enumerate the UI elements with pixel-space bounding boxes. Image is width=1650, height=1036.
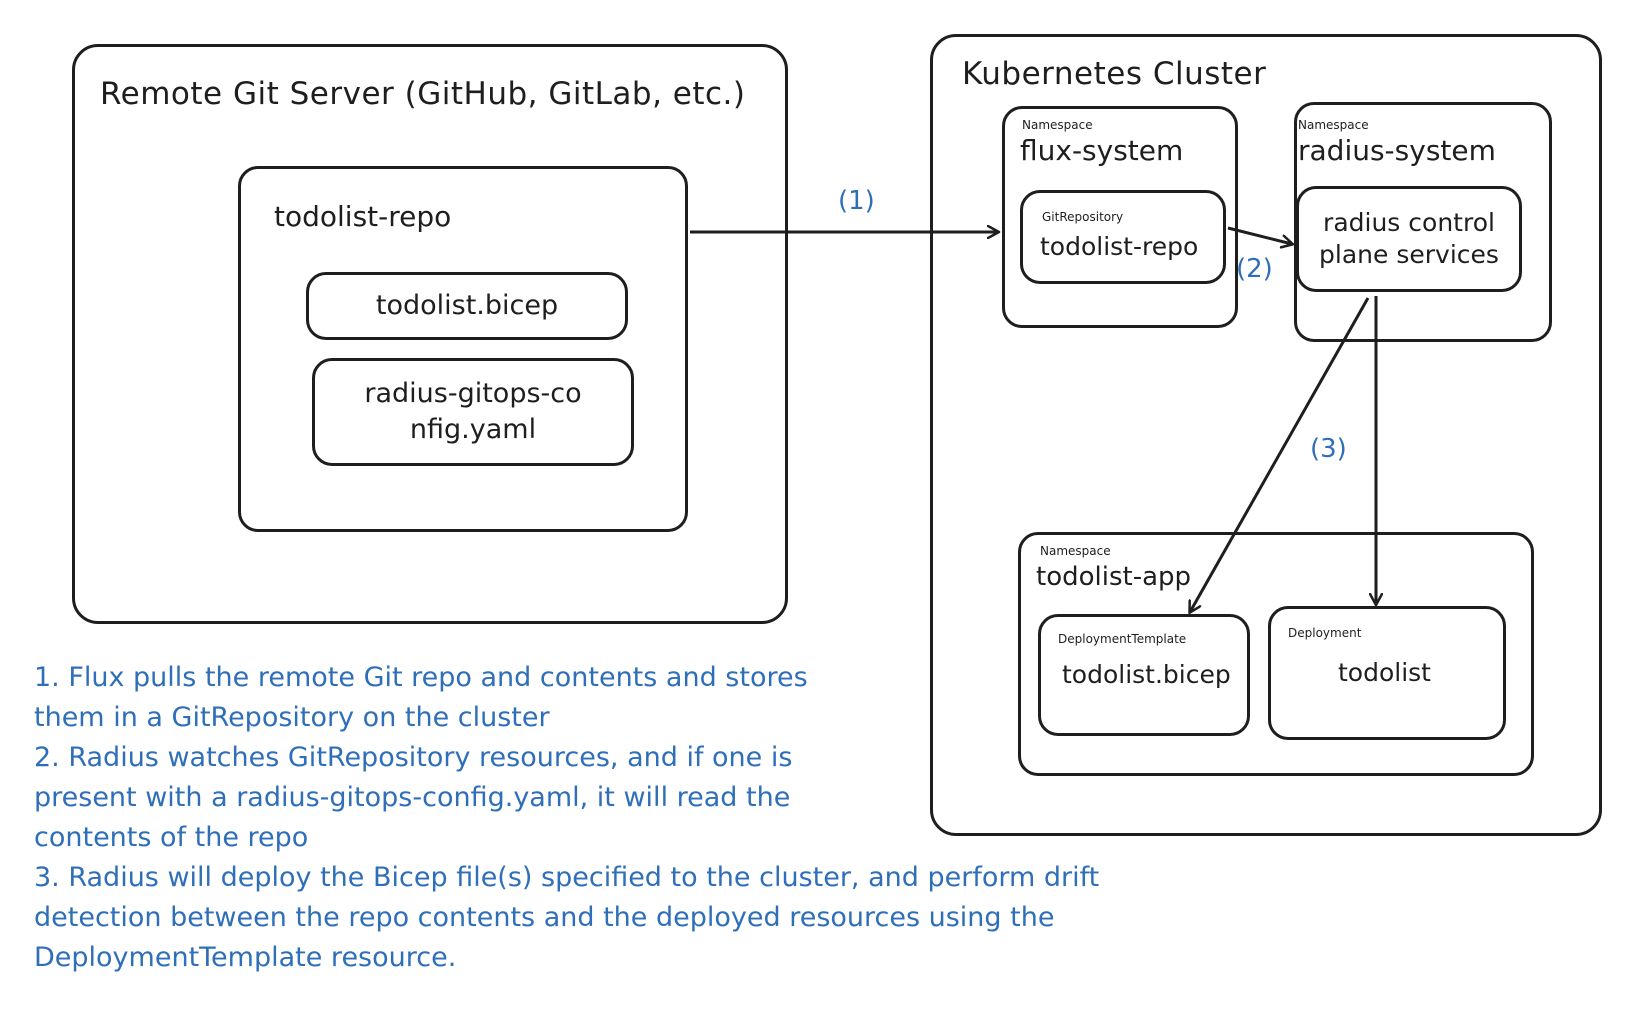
gitrepository-name: todolist-repo <box>1040 232 1199 261</box>
todolist-app-name: todolist-app <box>1036 562 1192 592</box>
flux-system-kind: Namespace <box>1022 118 1093 132</box>
note-3: 3. Radius will deploy the Bicep file(s) … <box>34 862 1100 973</box>
deployment-name: todolist <box>1338 658 1431 687</box>
gitrepository-kind: GitRepository <box>1042 210 1124 224</box>
deploymenttemplate-name: todolist.bicep <box>1062 660 1231 689</box>
note-1: 1. Flux pulls the remote Git repo and co… <box>34 662 808 733</box>
file-radius-gitops-config-label: radius-gitops-config.yaml <box>364 378 582 445</box>
todolist-repo-title: todolist-repo <box>274 200 452 233</box>
file-radius-gitops-config: radius-gitops-config.yaml <box>312 358 634 466</box>
remote-git-server-title: Remote Git Server (GitHub, GitLab, etc.) <box>100 76 746 112</box>
kubernetes-cluster-title: Kubernetes Cluster <box>962 56 1267 92</box>
radius-system-name: radius-system <box>1298 134 1496 167</box>
remote-git-server-box <box>72 44 788 624</box>
deployment-box <box>1268 606 1506 740</box>
flux-system-namespace <box>1002 106 1238 328</box>
notes: 1. Flux pulls the remote Git repo and co… <box>34 658 1154 978</box>
deploymenttemplate-kind: DeploymentTemplate <box>1058 632 1187 646</box>
radius-control-plane-box: radius control plane services <box>1296 186 1522 292</box>
note-2: 2. Radius watches GitRepository resource… <box>34 742 793 853</box>
step-3-label: (3) <box>1310 434 1347 464</box>
todolist-app-kind: Namespace <box>1040 544 1111 558</box>
todolist-repo-box <box>238 166 688 532</box>
flux-system-name: flux-system <box>1020 134 1184 167</box>
file-todolist-bicep: todolist.bicep <box>306 272 628 340</box>
step-2-label: (2) <box>1236 254 1273 284</box>
radius-system-kind: Namespace <box>1298 118 1369 132</box>
radius-system-namespace <box>1294 102 1552 342</box>
kubernetes-cluster-box <box>930 34 1602 836</box>
deploymenttemplate-box <box>1038 614 1250 736</box>
radius-control-plane-label: radius control plane services <box>1319 208 1499 269</box>
gitrepository-box <box>1020 190 1226 284</box>
step-1-label: (1) <box>838 186 875 216</box>
file-todolist-bicep-label: todolist.bicep <box>375 290 559 321</box>
deployment-kind: Deployment <box>1288 626 1362 640</box>
